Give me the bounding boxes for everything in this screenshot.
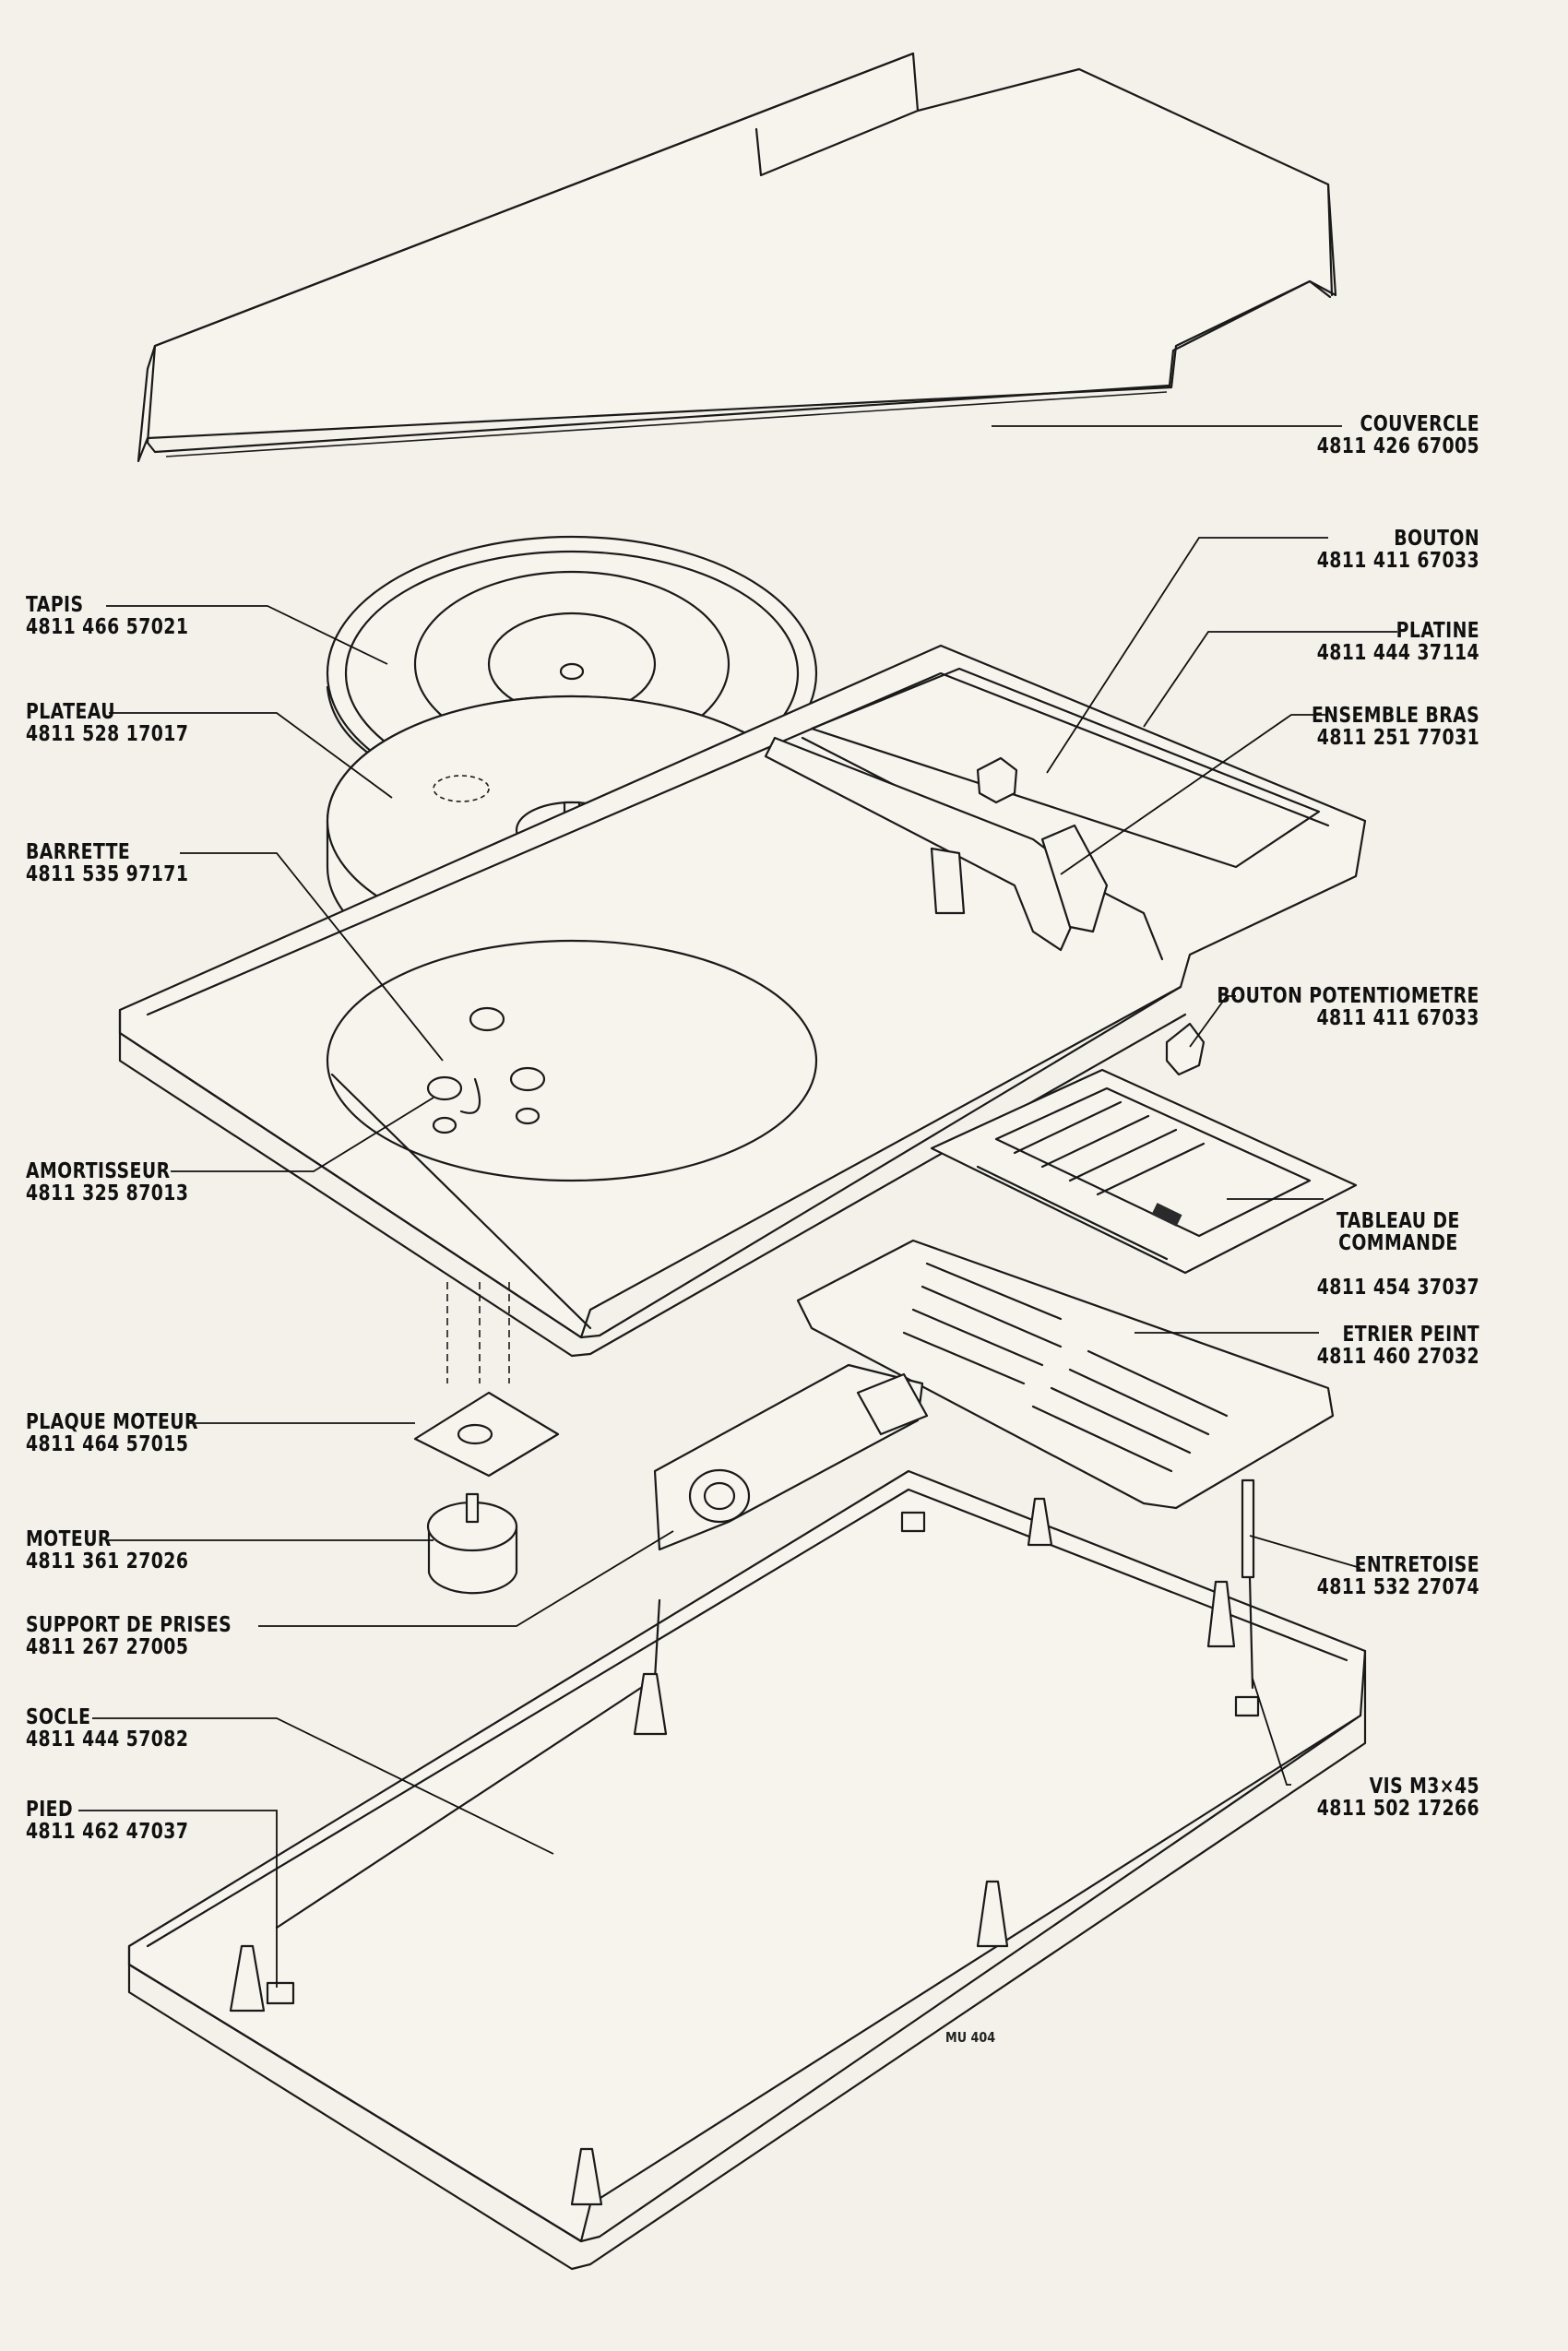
tableau-de-commande-label: TABLEAU DE COMMANDE 4811 454 37037 xyxy=(1317,1188,1479,1321)
bouton-potentiometre-label: BOUTON POTENTIOMETRE 4811 411 67033 xyxy=(1218,985,1479,1029)
barrette-label: BARRETTE 4811 535 97171 xyxy=(26,841,188,885)
bouton-part xyxy=(976,756,1018,804)
etrier-peint-code: 4811 460 27032 xyxy=(1316,1345,1479,1369)
entretoise-name: ENTRETOISE xyxy=(1354,1553,1479,1577)
etrier-peint-label: ETRIER PEINT 4811 460 27032 xyxy=(1317,1324,1479,1368)
tapis-label: TAPIS 4811 466 57021 xyxy=(26,594,188,638)
support-de-prises-part xyxy=(653,1363,929,1551)
bouton-potentiometre-name: BOUTON POTENTIOMETRE xyxy=(1217,984,1479,1008)
tapis-code: 4811 466 57021 xyxy=(26,615,189,639)
socle-label: SOCLE 4811 444 57082 xyxy=(26,1706,188,1751)
bouton-label: BOUTON 4811 411 67033 xyxy=(1317,528,1479,572)
ensemble-bras-part xyxy=(764,736,1109,952)
amortisseur-code: 4811 325 87013 xyxy=(26,1181,189,1205)
plaque-moteur-name: PLAQUE MOTEUR xyxy=(26,1410,198,1434)
plaque-moteur-part xyxy=(413,1282,560,1478)
leader-lines xyxy=(78,425,1397,1988)
plateau-name: PLATEAU xyxy=(26,700,115,724)
bouton-potentiometre-code: 4811 411 67033 xyxy=(1316,1006,1479,1030)
ensemble-bras-code: 4811 251 77031 xyxy=(1316,726,1479,750)
pied-part xyxy=(229,1497,1260,2206)
platine-part xyxy=(118,644,1367,1358)
couvercle-label: COUVERCLE 4811 426 67005 xyxy=(1317,413,1479,457)
entretoise-code: 4811 532 27074 xyxy=(1316,1575,1479,1599)
couvercle-code: 4811 426 67005 xyxy=(1316,434,1479,458)
bouton-name: BOUTON xyxy=(1394,527,1479,551)
barrette-name: BARRETTE xyxy=(26,840,131,864)
ensemble-bras-name: ENSEMBLE BRAS xyxy=(1311,704,1479,728)
moteur-name: MOTEUR xyxy=(26,1527,112,1551)
bouton-potentiometre-part xyxy=(1165,1022,1206,1076)
barrette-code: 4811 535 97171 xyxy=(26,862,189,886)
amortisseur-label: AMORTISSEUR 4811 325 87013 xyxy=(26,1160,188,1205)
tableau-de-commande-part xyxy=(930,1068,1358,1275)
entretoise-label: ENTRETOISE 4811 532 27074 xyxy=(1317,1554,1479,1598)
platine-code: 4811 444 37114 xyxy=(1316,641,1479,665)
tapis-name: TAPIS xyxy=(26,593,84,617)
vis-label: VIS M3×45 4811 502 17266 xyxy=(1317,1775,1479,1820)
entretoise-part xyxy=(1241,1478,1255,1690)
bouton-code: 4811 411 67033 xyxy=(1316,549,1479,573)
vis-code: 4811 502 17266 xyxy=(1316,1797,1479,1821)
platine-name: PLATINE xyxy=(1396,619,1479,643)
support-de-prises-label: SUPPORT DE PRISES 4811 267 27005 xyxy=(26,1614,232,1658)
support-de-prises-code: 4811 267 27005 xyxy=(26,1635,189,1659)
pied-label: PIED 4811 462 47037 xyxy=(26,1799,188,1843)
platine-label: PLATINE 4811 444 37114 xyxy=(1317,620,1479,664)
pied-code: 4811 462 47037 xyxy=(26,1820,189,1844)
couvercle-part xyxy=(137,52,1337,463)
etrier-peint-part xyxy=(796,1239,1335,1510)
tableau-de-commande-name: TABLEAU DE COMMANDE xyxy=(1336,1209,1460,1255)
ensemble-bras-label: ENSEMBLE BRAS 4811 251 77031 xyxy=(1312,705,1479,749)
vis-name: VIS M3×45 xyxy=(1369,1775,1479,1799)
moteur-label: MOTEUR 4811 361 27026 xyxy=(26,1528,188,1573)
moteur-part xyxy=(426,1492,518,1595)
support-de-prises-name: SUPPORT DE PRISES xyxy=(26,1613,232,1637)
moteur-code: 4811 361 27026 xyxy=(26,1550,189,1573)
amortisseur-name: AMORTISSEUR xyxy=(26,1159,171,1183)
socle-part xyxy=(127,1469,1367,2271)
plateau-label: PLATEAU 4811 528 17017 xyxy=(26,701,188,745)
tableau-de-commande-code: 4811 454 37037 xyxy=(1316,1276,1479,1300)
drawing-code: MU 404 xyxy=(945,2029,996,2046)
etrier-peint-name: ETRIER PEINT xyxy=(1342,1323,1479,1347)
couvercle-name: COUVERCLE xyxy=(1360,412,1479,436)
plateau-code: 4811 528 17017 xyxy=(26,722,189,746)
socle-code: 4811 444 57082 xyxy=(26,1728,189,1751)
plaque-moteur-label: PLAQUE MOTEUR 4811 464 57015 xyxy=(26,1411,198,1455)
plaque-moteur-code: 4811 464 57015 xyxy=(26,1432,189,1456)
amortisseur-part xyxy=(426,1006,546,1134)
socle-name: SOCLE xyxy=(26,1705,91,1729)
pied-name: PIED xyxy=(26,1798,74,1822)
